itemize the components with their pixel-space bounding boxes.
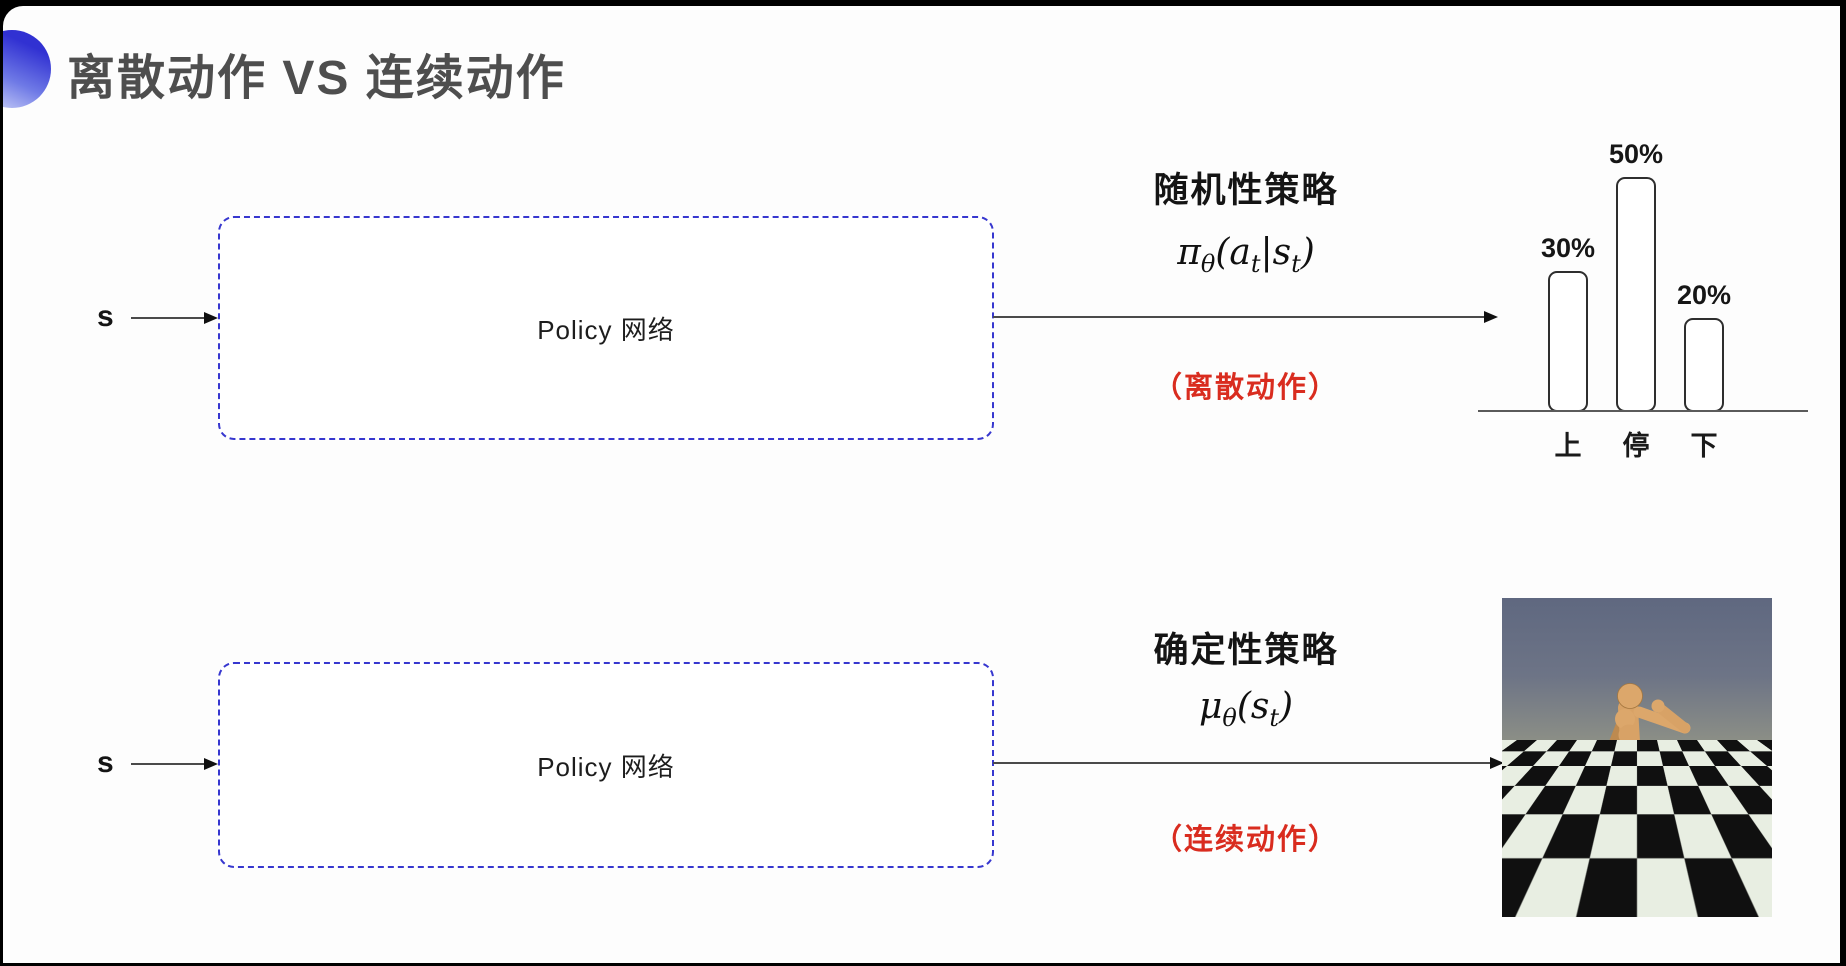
input-arrow-row2 bbox=[131, 757, 218, 770]
formula-part: π bbox=[1177, 232, 1201, 273]
slide-background: 离散动作 VS 连续动作 s Policy 网络 随机性策略 πθ(at|st)… bbox=[3, 6, 1840, 963]
title-accent-circle bbox=[3, 30, 51, 108]
state-input-label-row1: s bbox=[97, 300, 114, 333]
page-title: 离散动作 VS 连续动作 bbox=[67, 52, 566, 105]
policy-network-label-row2: Policy 网络 bbox=[537, 751, 675, 782]
bar-column: 30% bbox=[1541, 233, 1595, 412]
prob-chart-xlabels: 上停下 bbox=[1548, 424, 1724, 463]
action-type-note-row2: （连续动作） bbox=[1152, 824, 1339, 856]
humanoid-robot-figure bbox=[1554, 683, 1691, 909]
prob-chart-columns: 30% 50% 20% bbox=[1541, 116, 1731, 412]
output-arrow-row2 bbox=[993, 756, 1504, 769]
policy-network-box-row1: Policy 网络 bbox=[218, 216, 994, 440]
mujoco-humanoid-image bbox=[1502, 598, 1772, 917]
policy-network-box-row2: Policy 网络 bbox=[218, 662, 994, 868]
formula-part: ) bbox=[1300, 232, 1315, 273]
prob-chart-baseline bbox=[1478, 410, 1808, 412]
bar-value-label: 30% bbox=[1540, 233, 1596, 263]
formula-part: t bbox=[1291, 250, 1301, 279]
probability-bar bbox=[1684, 318, 1724, 412]
formula-part: (a bbox=[1215, 232, 1251, 273]
input-arrow-row1 bbox=[131, 311, 218, 324]
formula-part: (s bbox=[1236, 686, 1270, 727]
bar-category-label: 下 bbox=[1690, 431, 1718, 461]
formula-part: θ bbox=[1222, 704, 1237, 733]
state-input-label-row2: s bbox=[97, 746, 114, 779]
formula-part: θ bbox=[1200, 250, 1216, 279]
bar-value-label: 20% bbox=[1676, 280, 1732, 310]
bar-category-label: 停 bbox=[1622, 431, 1650, 461]
formula-part: ) bbox=[1279, 686, 1294, 727]
policy-type-label-row2: 确定性策略 bbox=[1153, 631, 1339, 670]
formula-part: t bbox=[1250, 250, 1261, 279]
policy-network-label-row1: Policy 网络 bbox=[537, 314, 675, 345]
policy-formula-row1: πθ(at|st) bbox=[1051, 232, 1441, 278]
output-arrow-row1 bbox=[993, 310, 1498, 323]
bar-column: 20% bbox=[1677, 280, 1731, 412]
probability-bar bbox=[1616, 177, 1656, 412]
bar-value-label: 50% bbox=[1608, 139, 1664, 169]
bar-column: 50% bbox=[1609, 139, 1663, 412]
bar-category-label: 上 bbox=[1554, 431, 1582, 461]
policy-type-label-row1: 随机性策略 bbox=[1153, 171, 1339, 210]
policy-formula-row2: μθ(st) bbox=[1051, 686, 1441, 732]
formula-part: t bbox=[1269, 704, 1279, 733]
probability-bar bbox=[1548, 271, 1588, 412]
action-type-note-row1: （离散动作） bbox=[1152, 372, 1339, 404]
formula-part: |s bbox=[1260, 232, 1292, 273]
formula-part: μ bbox=[1198, 686, 1223, 727]
